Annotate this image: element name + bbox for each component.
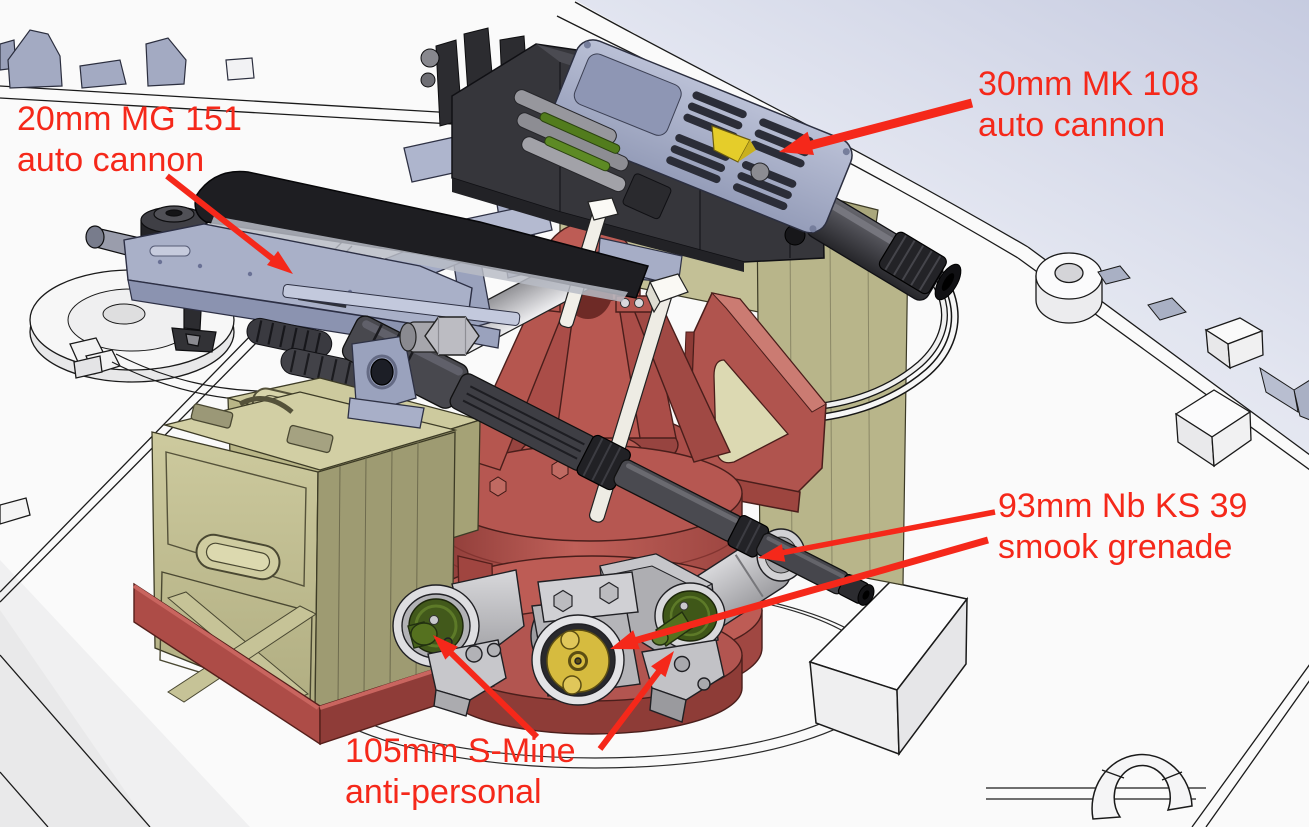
deck-cube bbox=[1174, 389, 1252, 468]
smoke-grenade-launchers bbox=[392, 528, 806, 723]
mk108-recoil-springs bbox=[513, 89, 672, 220]
annotation-line: auto cannon bbox=[978, 106, 1166, 144]
horizon-panel bbox=[575, 0, 1309, 455]
deck-handle-arc bbox=[1091, 753, 1193, 820]
mg151-top-cover bbox=[194, 170, 649, 299]
annotation-arrows bbox=[165, 98, 996, 751]
arrow-nbks39-lower bbox=[610, 536, 989, 650]
mooring-ring bbox=[1035, 252, 1103, 324]
mg151-hex-nut bbox=[399, 316, 480, 356]
annotation-line: 105mm S-Mine bbox=[345, 732, 576, 770]
mg151-pivot-bracket bbox=[347, 335, 425, 429]
annotation-line: 93mm Nb KS 39 bbox=[998, 487, 1248, 525]
mg151-barrel bbox=[341, 315, 875, 606]
deck-fittings bbox=[808, 252, 1309, 820]
annotation-mg151-label: 20mm MG 151 auto cannon bbox=[17, 99, 242, 181]
annotation-line: auto cannon bbox=[17, 141, 205, 179]
annotation-line: anti-personal bbox=[345, 773, 542, 811]
annotation-mk108-label: 30mm MK 108 auto cannon bbox=[978, 64, 1199, 146]
annotation-smine-label: 105mm S-Mine anti-personal bbox=[345, 731, 576, 813]
annotation-line: 30mm MK 108 bbox=[978, 65, 1200, 103]
arrow-smine-right bbox=[597, 651, 674, 751]
annotation-nbks39-label: 93mm Nb KS 39 smook grenade bbox=[998, 486, 1247, 568]
105mm-smine-launcher bbox=[530, 571, 641, 706]
annotation-line: 20mm MG 151 bbox=[17, 100, 242, 138]
mg151-feed-coils bbox=[246, 317, 373, 389]
arrow-mg151 bbox=[165, 173, 293, 274]
arrow-mk108 bbox=[779, 98, 974, 155]
annotation-line: smook grenade bbox=[998, 528, 1233, 566]
mk108-barrel bbox=[806, 195, 962, 301]
arrow-smine-left bbox=[433, 635, 540, 740]
deck-slab bbox=[1204, 317, 1264, 370]
deck-box bbox=[808, 581, 969, 757]
superstructure-brackets bbox=[0, 29, 255, 89]
arrow-nbks39-upper bbox=[758, 509, 996, 562]
